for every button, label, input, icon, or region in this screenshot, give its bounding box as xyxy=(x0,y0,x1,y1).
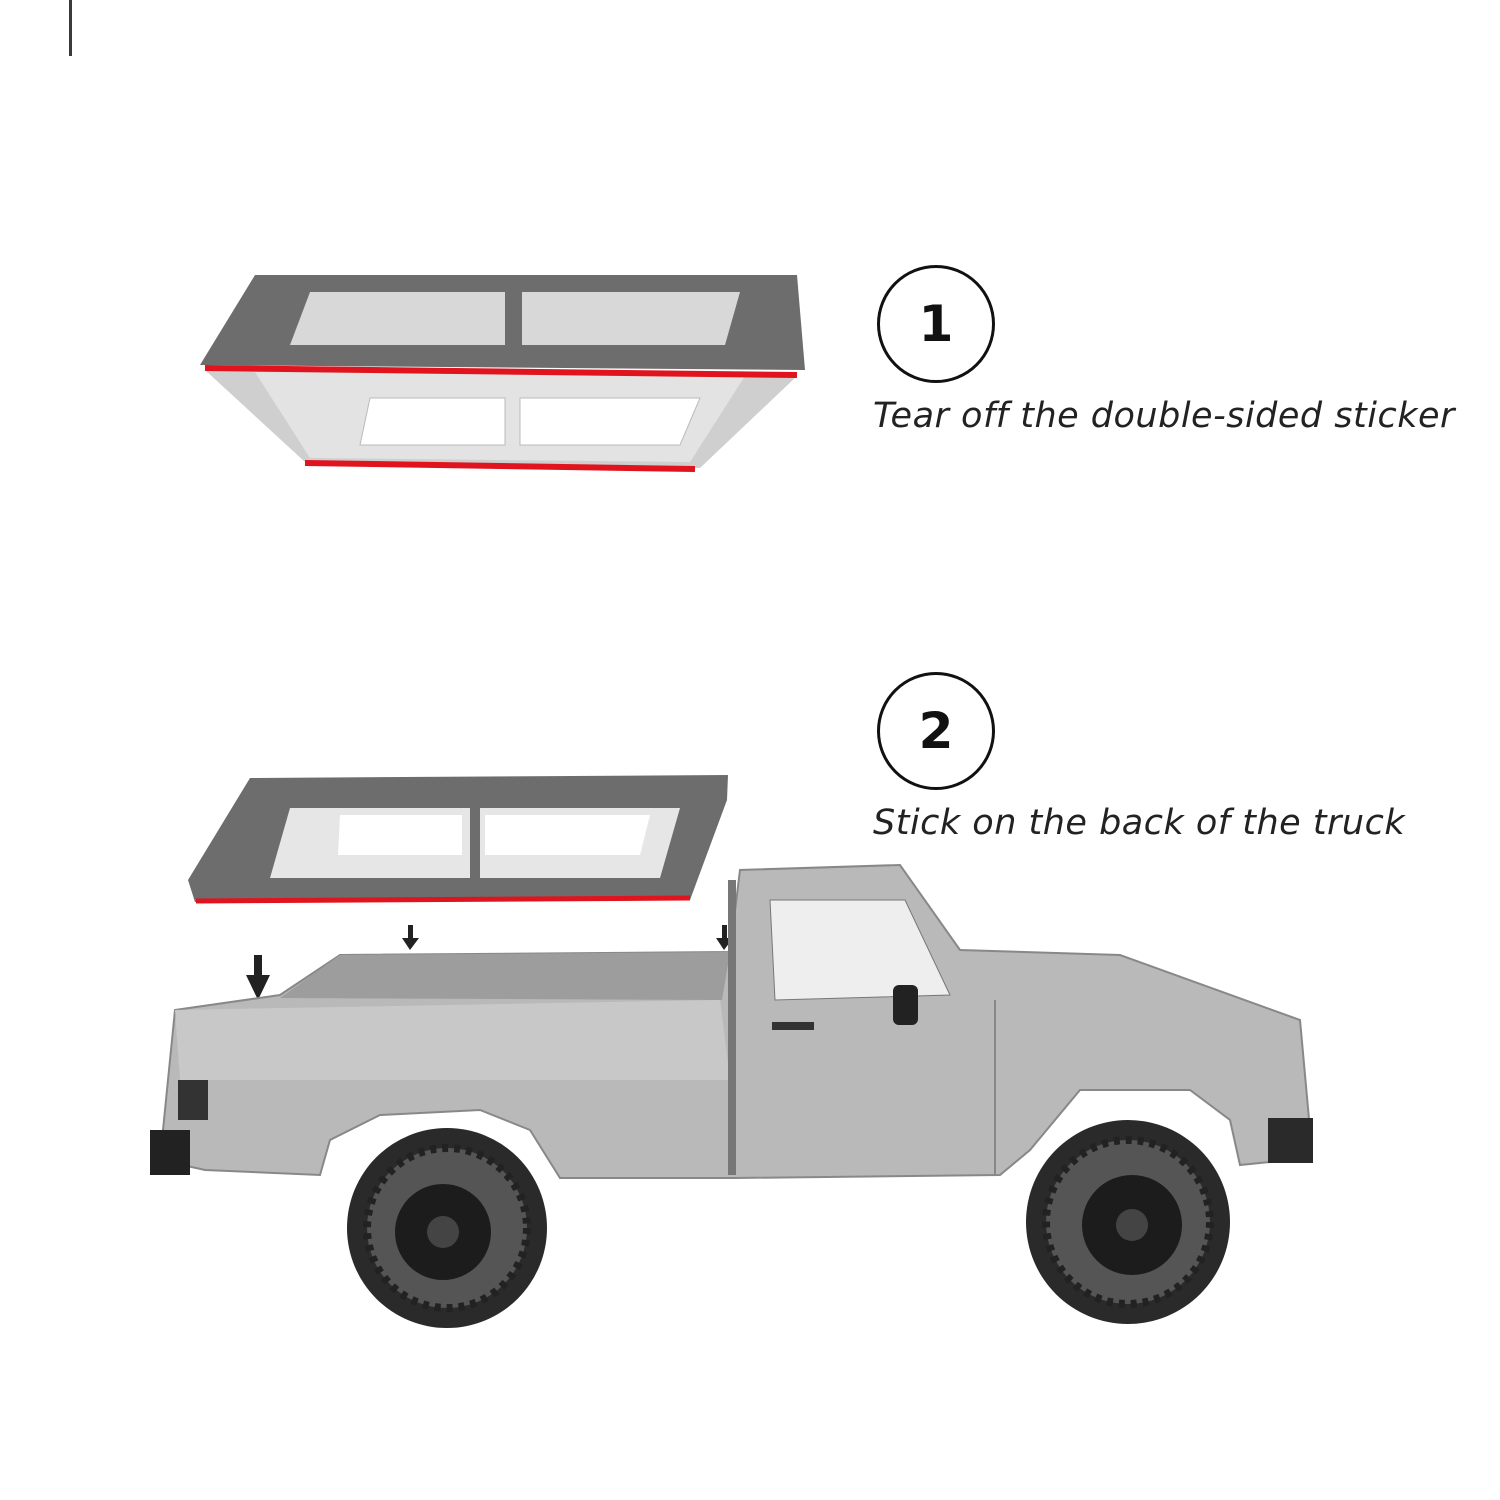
step-2-instruction: Stick on the back of the truck xyxy=(873,803,1406,843)
arrow-icon xyxy=(246,955,270,1000)
camper-shell-step-2 xyxy=(188,775,728,904)
step-1-instruction: Tear off the double-sided sticker xyxy=(873,396,1455,436)
rear-wheel xyxy=(347,1128,547,1328)
pickup-truck xyxy=(150,863,1313,1328)
camper-shell-step-1 xyxy=(200,275,805,472)
sticker-strip xyxy=(195,895,691,904)
divider-line xyxy=(69,0,72,56)
step-1-badge: 1 xyxy=(877,265,995,383)
arrow-icon xyxy=(402,925,419,950)
step-2-badge: 2 xyxy=(877,672,995,790)
sticker-strip xyxy=(304,460,696,472)
sticker-strip xyxy=(204,365,798,378)
front-wheel xyxy=(1026,1120,1230,1324)
